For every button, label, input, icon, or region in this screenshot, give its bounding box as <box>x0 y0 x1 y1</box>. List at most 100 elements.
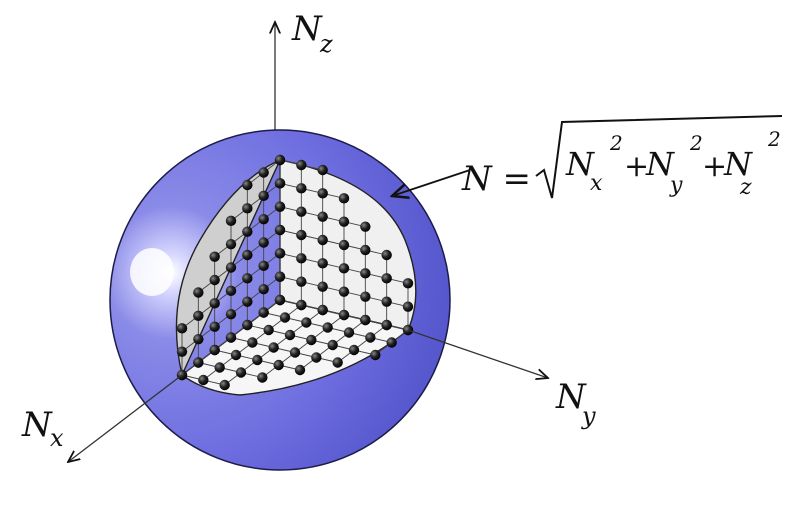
axis-label-z: N <box>291 9 323 49</box>
lattice-point <box>274 248 286 259</box>
lattice-point <box>252 354 263 366</box>
lattice-point <box>360 268 371 279</box>
lattice-point <box>296 206 307 217</box>
lattice-point <box>279 312 291 323</box>
lattice-point <box>268 342 279 353</box>
lattice-point <box>209 321 220 332</box>
lattice-point <box>360 244 371 256</box>
lattice-point <box>225 285 237 297</box>
lattice-point <box>370 349 381 361</box>
lattice-point <box>284 329 296 341</box>
formula-term-y-sub: y <box>669 173 683 198</box>
x-axis-line <box>68 374 183 462</box>
lattice-point <box>289 347 301 358</box>
lattice-point <box>209 344 220 356</box>
lattice-point <box>327 339 338 351</box>
lattice-point <box>242 319 253 331</box>
lattice-point <box>209 274 220 286</box>
lattice-point <box>176 323 188 334</box>
lattice-point <box>317 304 328 316</box>
lattice-point <box>242 179 253 191</box>
lattice-point <box>258 307 269 318</box>
formula: N = N x 2 + N y 2 + N z 2 <box>461 115 783 200</box>
lattice-point <box>348 344 360 356</box>
lattice-point <box>317 211 328 222</box>
lattice-point <box>225 238 237 250</box>
lattice-point <box>209 298 220 309</box>
formula-term-z-sup: 2 <box>767 127 781 151</box>
lattice-point <box>230 349 242 361</box>
lattice-point <box>343 327 355 338</box>
lattice-point <box>365 332 376 343</box>
y-axis-line <box>407 329 548 378</box>
lattice-point <box>317 234 328 246</box>
lattice-point <box>274 201 286 212</box>
lattice-point <box>258 283 269 295</box>
lattice-point <box>258 237 269 248</box>
axis-label-x: N <box>21 405 53 445</box>
axis-label-y-sub: y <box>581 402 596 430</box>
lattice-point <box>193 310 204 322</box>
lattice-point <box>402 278 414 289</box>
lattice-point <box>273 359 284 371</box>
sqrt-sign <box>535 115 783 199</box>
lattice-point <box>381 249 392 261</box>
lattice-point <box>338 193 350 204</box>
lattice-point <box>209 251 220 262</box>
lattice-point <box>296 183 307 194</box>
lattice-point <box>360 221 371 232</box>
lattice-point <box>317 258 328 269</box>
lattice-point <box>301 317 312 328</box>
lattice-point <box>225 308 237 320</box>
lattice-point <box>242 249 253 261</box>
formula-term-x-sup: 2 <box>609 131 623 155</box>
lattice-point <box>360 291 371 302</box>
lattice-point <box>386 337 397 348</box>
lattice-point <box>214 362 225 373</box>
lattice-point <box>296 159 307 171</box>
lattice-point <box>322 322 333 333</box>
lattice-point <box>258 167 269 178</box>
lattice-point <box>381 273 392 284</box>
lattice-point <box>296 253 307 264</box>
lattice-point <box>257 372 268 383</box>
lattice-point <box>296 276 307 287</box>
lattice-point <box>317 164 328 176</box>
lattice-point <box>225 215 237 227</box>
lattice-point <box>263 324 274 336</box>
lattice-point <box>242 296 253 307</box>
lattice-point <box>258 213 269 225</box>
axis-label-x-sub: x <box>50 424 64 452</box>
lattice-point <box>235 367 247 378</box>
lattice-point <box>338 239 350 251</box>
lattice-point <box>338 286 350 297</box>
lattice-point <box>296 229 307 241</box>
lattice-point <box>402 301 414 312</box>
lattice-point <box>225 332 237 343</box>
lattice-point <box>242 226 253 237</box>
lattice-point <box>338 309 350 321</box>
lattice-point <box>332 357 343 368</box>
formula-term-x: N <box>565 145 595 183</box>
formula-term-y: N <box>645 145 675 183</box>
lattice-point <box>193 357 204 368</box>
lattice-point <box>258 260 269 272</box>
lattice-point <box>306 334 317 346</box>
lattice-point <box>193 287 204 298</box>
lattice-point <box>274 178 286 189</box>
sphere-highlight <box>130 248 174 296</box>
lattice-point <box>274 294 286 306</box>
lattice-point <box>296 299 307 311</box>
lattice-point <box>338 263 350 274</box>
lattice-point <box>317 281 328 292</box>
lattice-points <box>176 154 414 391</box>
lattice-point <box>274 154 286 166</box>
formula-term-z: N <box>723 145 753 183</box>
lattice-point <box>294 364 306 376</box>
lattice-point <box>247 337 258 348</box>
axis-label-z-sub: z <box>319 30 333 58</box>
formula-pointer-arrow <box>392 169 471 196</box>
formula-lhs: N = <box>461 159 531 199</box>
lattice-point <box>242 203 253 214</box>
lattice-point <box>381 296 392 307</box>
